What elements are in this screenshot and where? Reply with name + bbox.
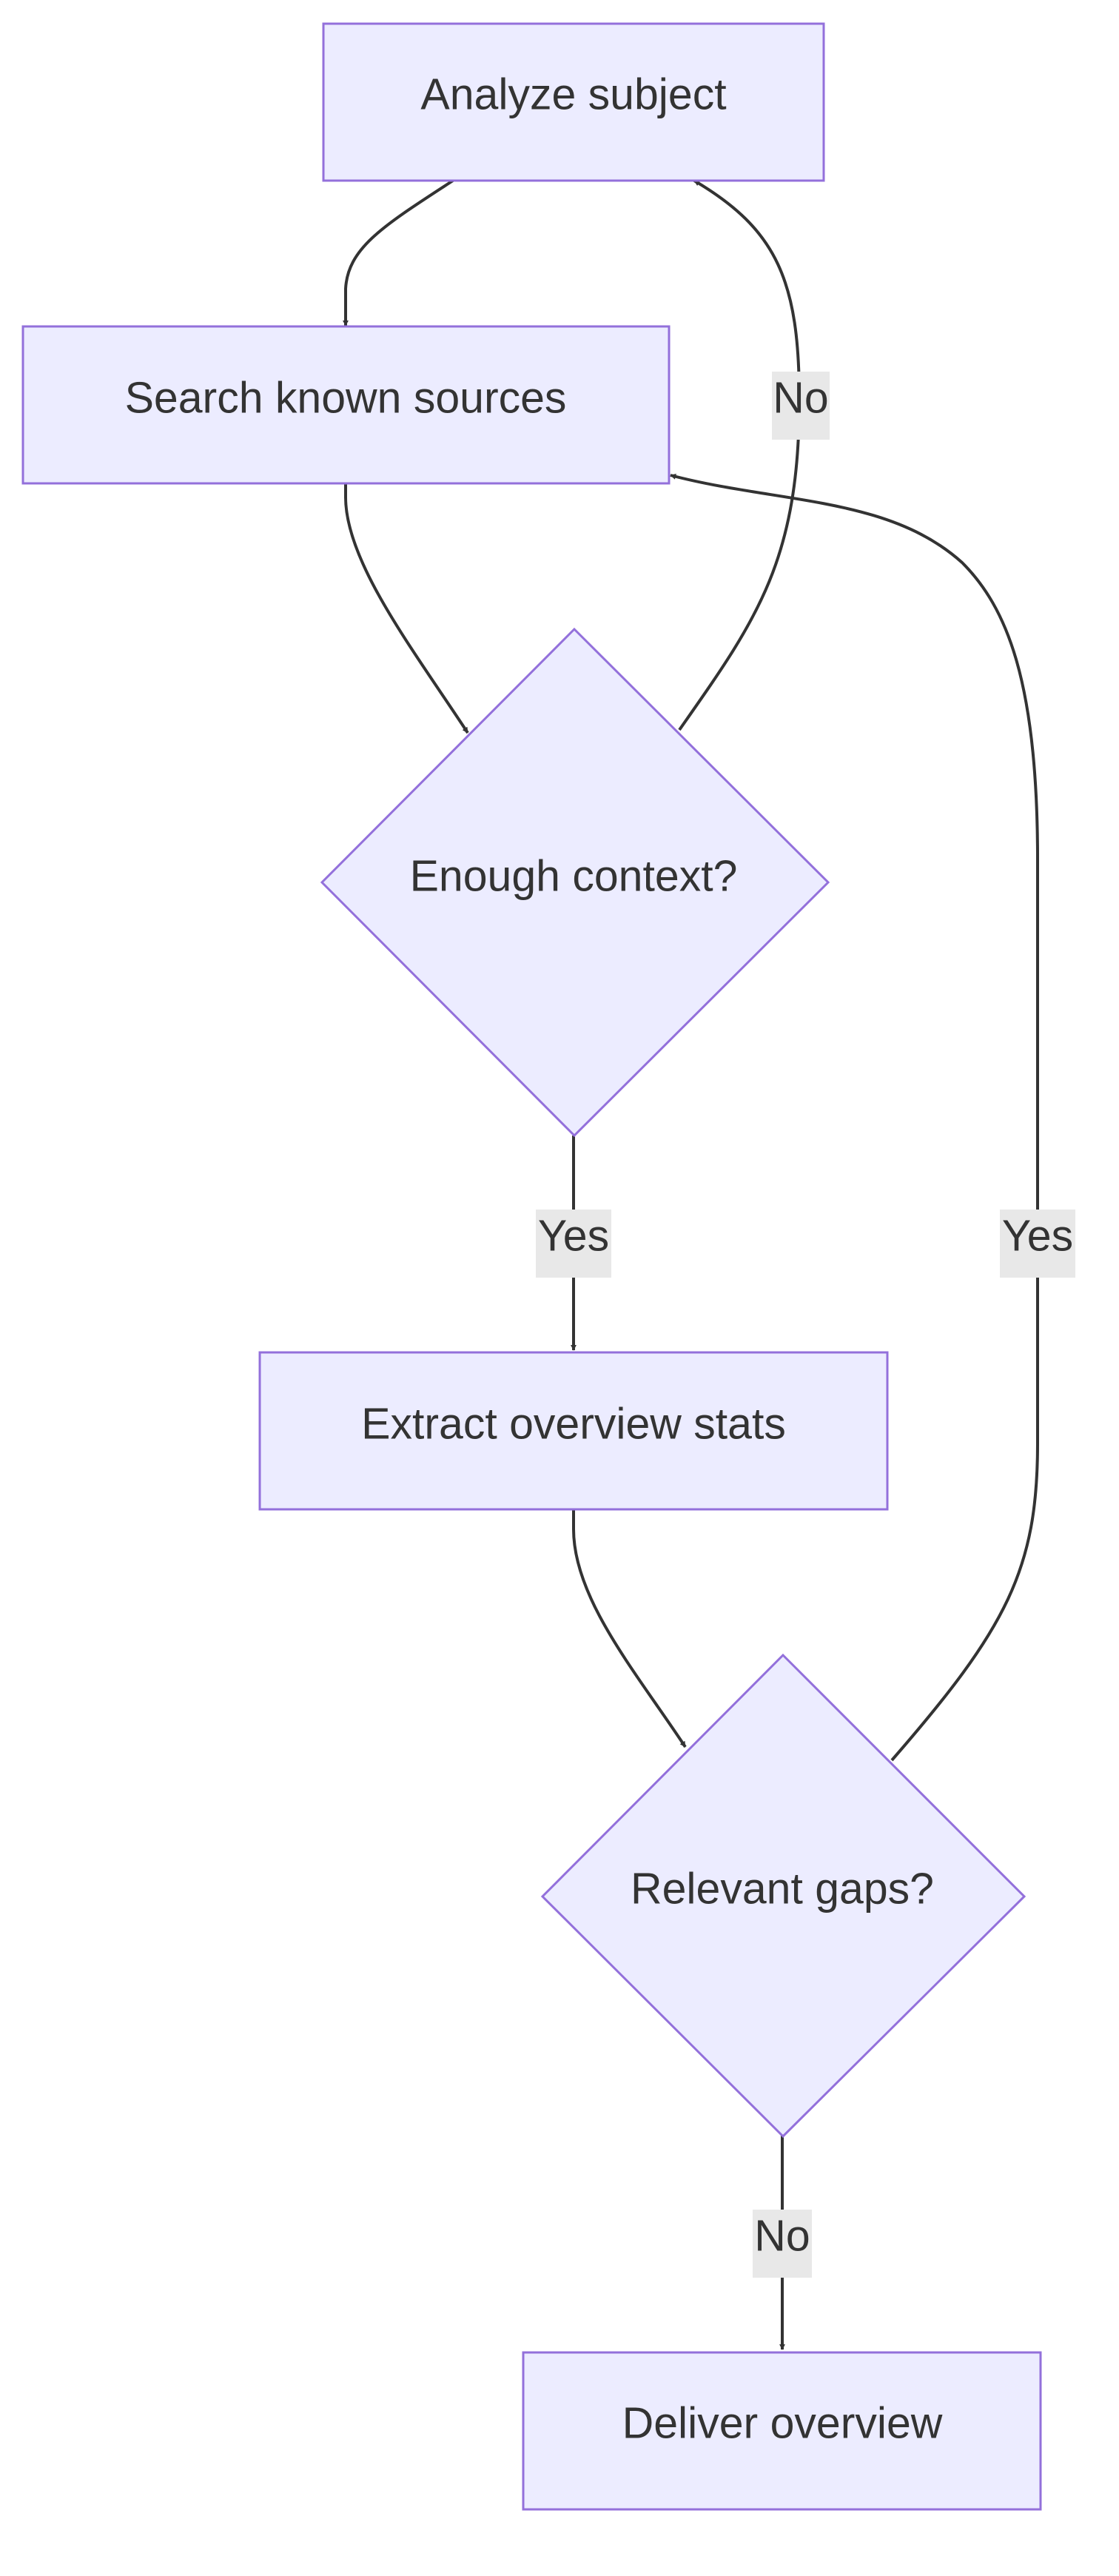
edge-extract-to-relevant [572,1507,687,1748]
node-enough-context-label: Enough context? [410,852,738,901]
edge-label-enough-yes: Yes [536,1210,611,1278]
node-search-known-sources: Search known sources [21,325,671,485]
node-relevant-gaps-label: Relevant gaps? [631,1865,934,1913]
edge-search-to-enough [344,483,469,734]
node-search-known-sources-label: Search known sources [125,374,567,423]
edge-label-relevant-no-text: No [754,2212,810,2261]
node-extract-overview-stats: Extract overview stats [258,1351,889,1511]
node-deliver-overview-label: Deliver overview [622,2399,943,2448]
node-enough-context-decision: Enough context? [320,627,830,1138]
node-relevant-gaps-decision: Relevant gaps? [540,1653,1026,2139]
edge-relevant-yes-to-search [670,473,1039,1762]
edge-label-relevant-yes: Yes [1000,1210,1075,1278]
node-analyze-subject: Analyze subject [322,22,825,182]
edge-label-relevant-no: No [753,2210,812,2278]
node-deliver-overview: Deliver overview [522,2351,1042,2511]
nodes: Analyze subject Search known sources Eno… [21,22,1042,2511]
edge-label-enough-no-text: No [773,374,828,423]
edge-label-relevant-yes-text: Yes [1002,1212,1073,1261]
edge-analyze-to-search [343,179,454,326]
edge-label-enough-no: No [772,372,830,440]
node-extract-overview-stats-label: Extract overview stats [361,1400,786,1449]
edge-label-enough-yes-text: Yes [538,1212,609,1261]
edge-labels: No Yes Yes No [536,372,1075,2278]
edge-enough-no-to-analyze [678,179,802,731]
node-analyze-subject-label: Analyze subject [420,70,726,119]
